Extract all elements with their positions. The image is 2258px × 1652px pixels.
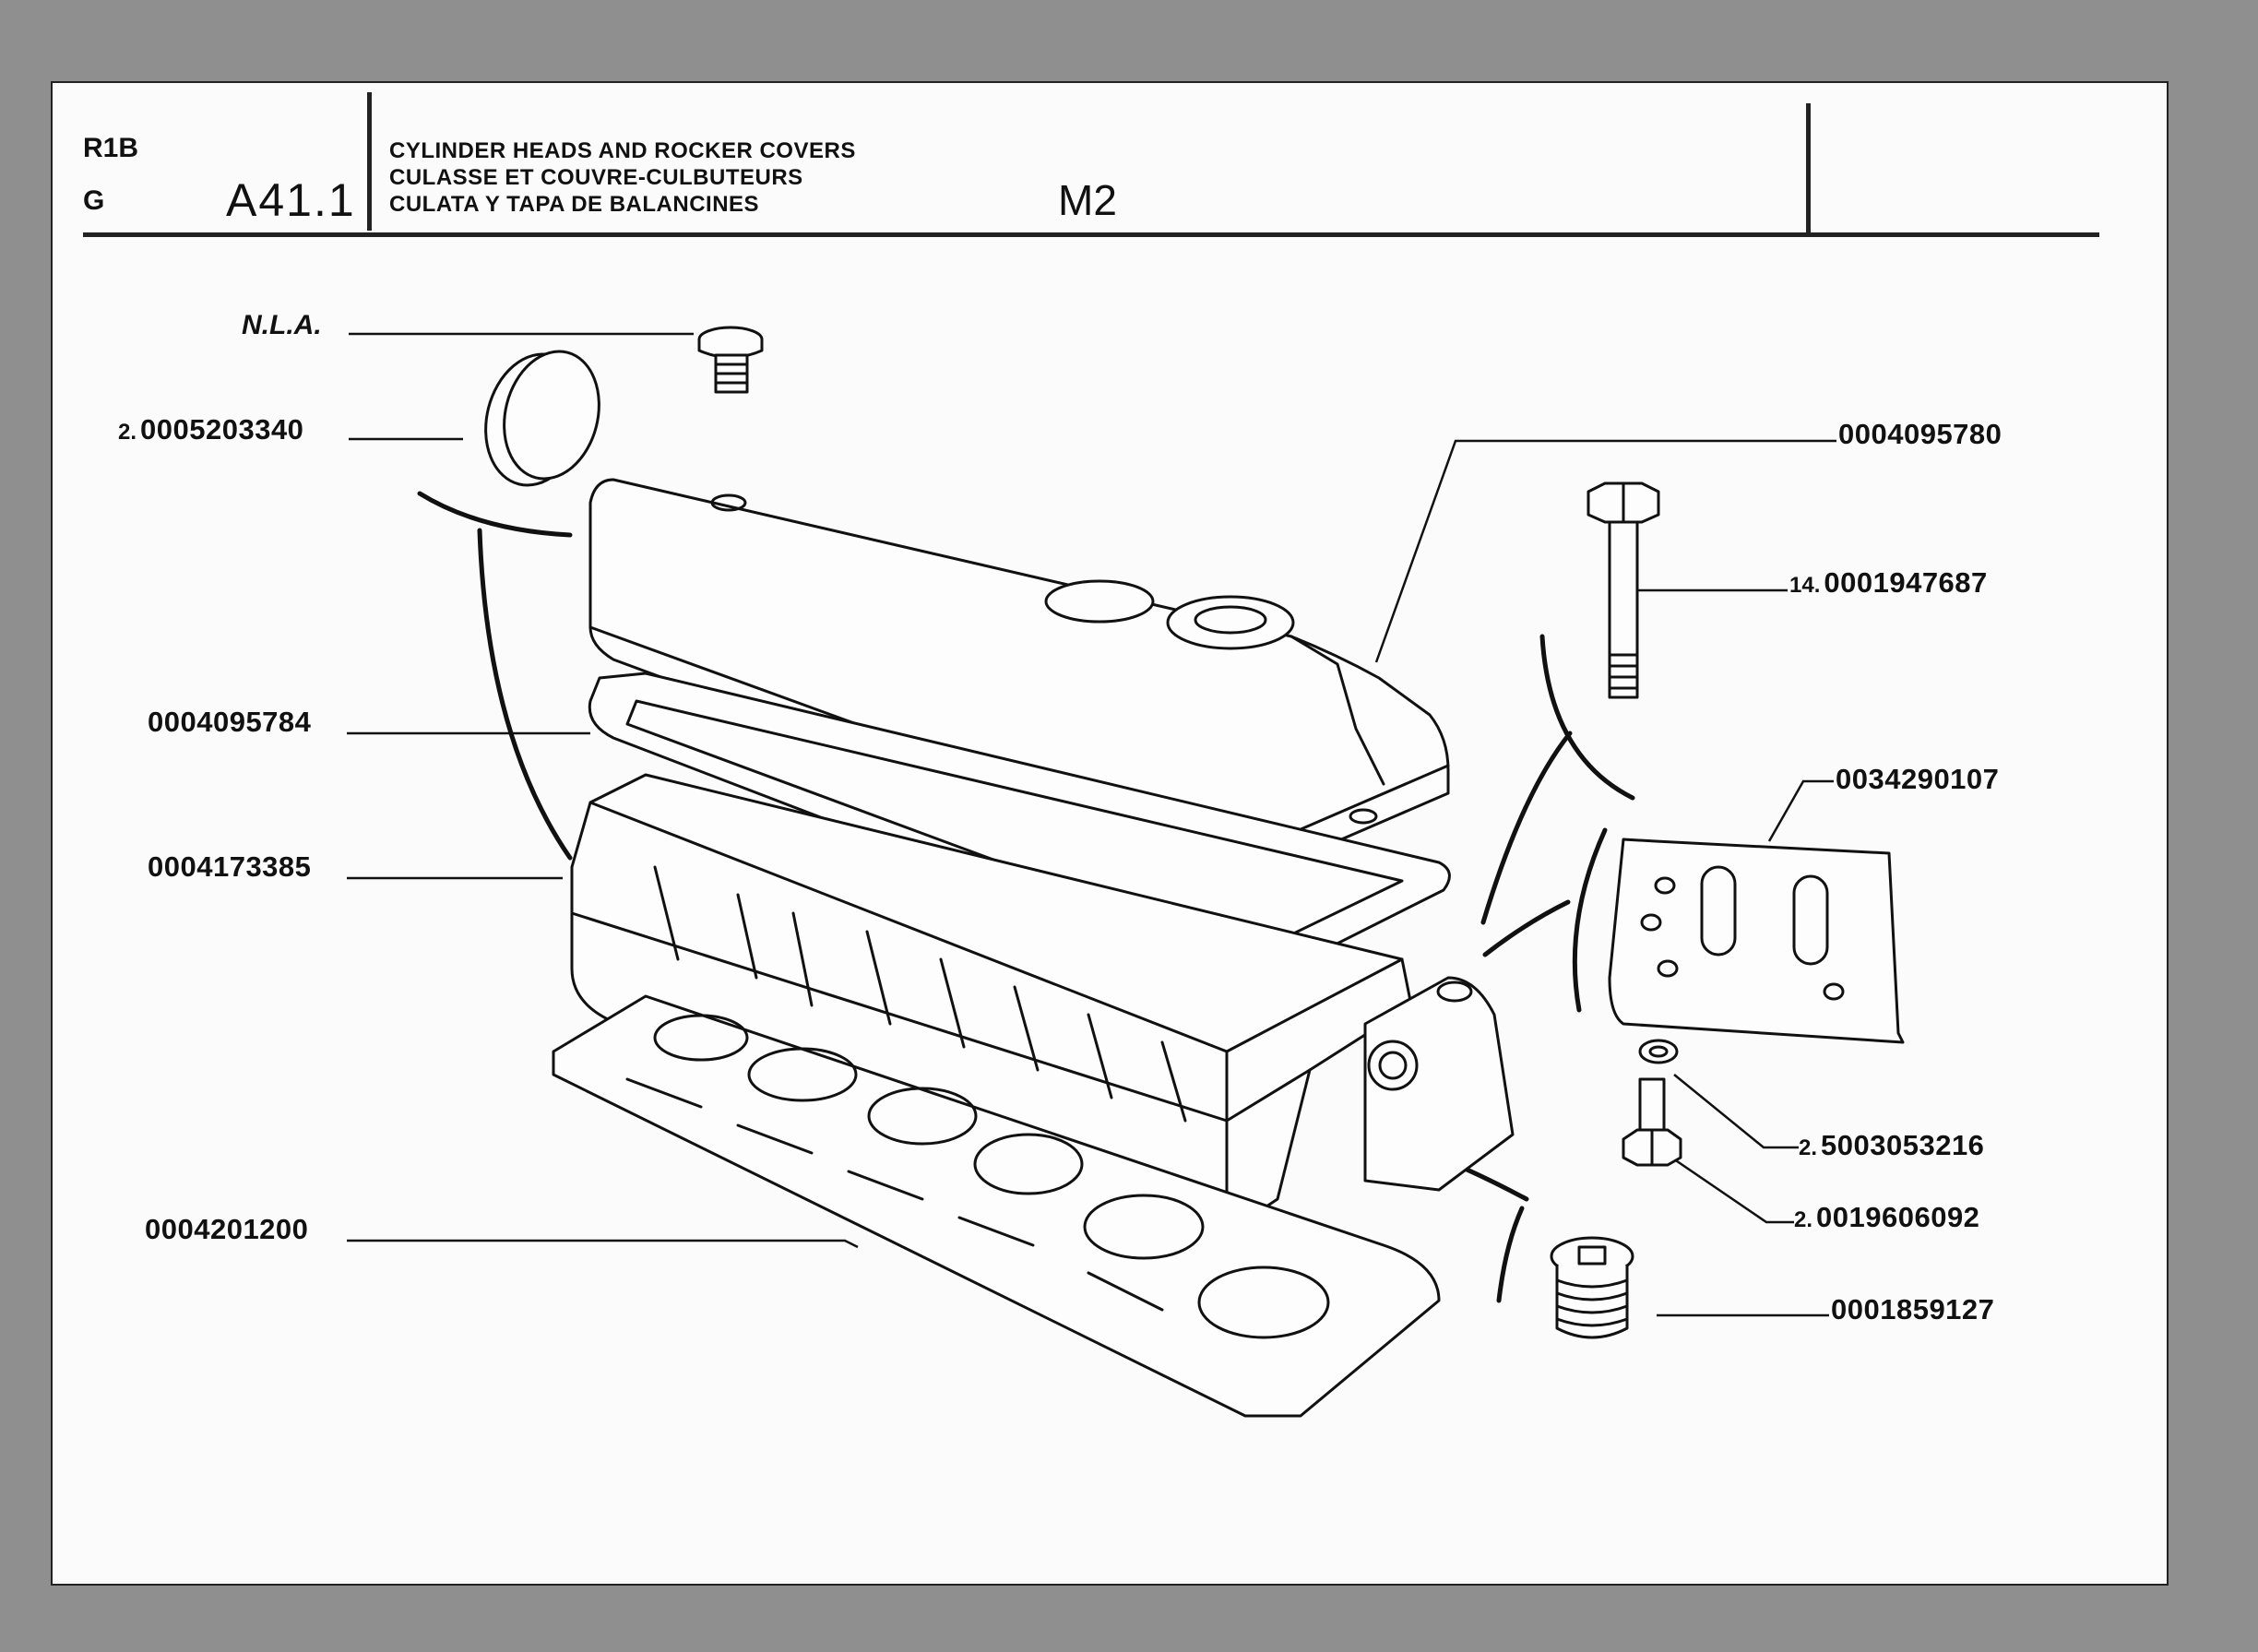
cylinder-head-part <box>570 773 1515 1229</box>
callout-plate: 0034290107 <box>1836 763 1999 796</box>
callout-oil-cap-qty: 2. <box>118 420 137 445</box>
callout-head-gasket: 0004201200 <box>145 1213 308 1246</box>
group-brackets <box>417 491 1635 1303</box>
washer-part <box>1638 1039 1679 1064</box>
callout-plug: 0001859127 <box>1831 1293 1994 1326</box>
callout-nla: N.L.A. <box>242 310 322 341</box>
callout-nla-label: N.L.A. <box>242 310 322 340</box>
callout-cover-number: 0004095780 <box>1838 418 2002 450</box>
title-spanish: CULATA Y TAPA DE BALANCINES <box>389 192 760 217</box>
oil-cap-part <box>484 350 600 487</box>
mounting-plate-part <box>1608 838 1905 1044</box>
callout-screw-number: 0019606092 <box>1816 1201 1980 1233</box>
callout-oil-cap: 2.0005203340 <box>118 413 303 446</box>
page-number: A41.1 <box>226 174 356 226</box>
callout-washer-number: 5003053216 <box>1821 1129 1985 1161</box>
callout-cover: 0004095780 <box>1838 418 2002 451</box>
header-divider-left <box>367 92 372 231</box>
model-code: M2 <box>1058 176 1117 224</box>
callout-plug-number: 0001859127 <box>1831 1293 1995 1325</box>
small-screw-part <box>697 326 764 394</box>
head-gasket-part <box>552 994 1441 1418</box>
section-code: R1B <box>83 133 139 163</box>
callout-head-gasket-number: 0004201200 <box>145 1213 309 1245</box>
callout-head: 0004173385 <box>148 850 311 884</box>
callout-gasket-number: 0004095784 <box>148 706 312 738</box>
title-english: CYLINDER HEADS AND ROCKER COVERS <box>389 138 856 163</box>
leader-lines <box>347 332 1836 1317</box>
callout-bolt-number: 0001947687 <box>1824 566 1988 599</box>
language-code: G <box>83 185 105 216</box>
callout-screw-qty: 2. <box>1794 1207 1813 1232</box>
title-french: CULASSE ET COUVRE-CULBUTEURS <box>389 165 803 190</box>
header-rule <box>83 232 2099 237</box>
long-bolt-part <box>1587 481 1660 699</box>
callout-oil-cap-number: 0005203340 <box>140 413 304 446</box>
plug-part <box>1550 1236 1634 1339</box>
callout-bolt-qty: 14. <box>1789 573 1821 598</box>
callout-plate-number: 0034290107 <box>1836 763 2000 795</box>
short-screw-part <box>1622 1077 1682 1167</box>
callout-gasket: 0004095784 <box>148 706 311 739</box>
callout-washer-qty: 2. <box>1799 1135 1818 1160</box>
header-divider-right <box>1806 103 1811 232</box>
callout-bolt: 14.0001947687 <box>1789 566 1988 600</box>
callout-washer: 2.5003053216 <box>1799 1129 1984 1162</box>
callout-screw: 2.0019606092 <box>1794 1201 1979 1234</box>
callout-head-number: 0004173385 <box>148 850 312 883</box>
